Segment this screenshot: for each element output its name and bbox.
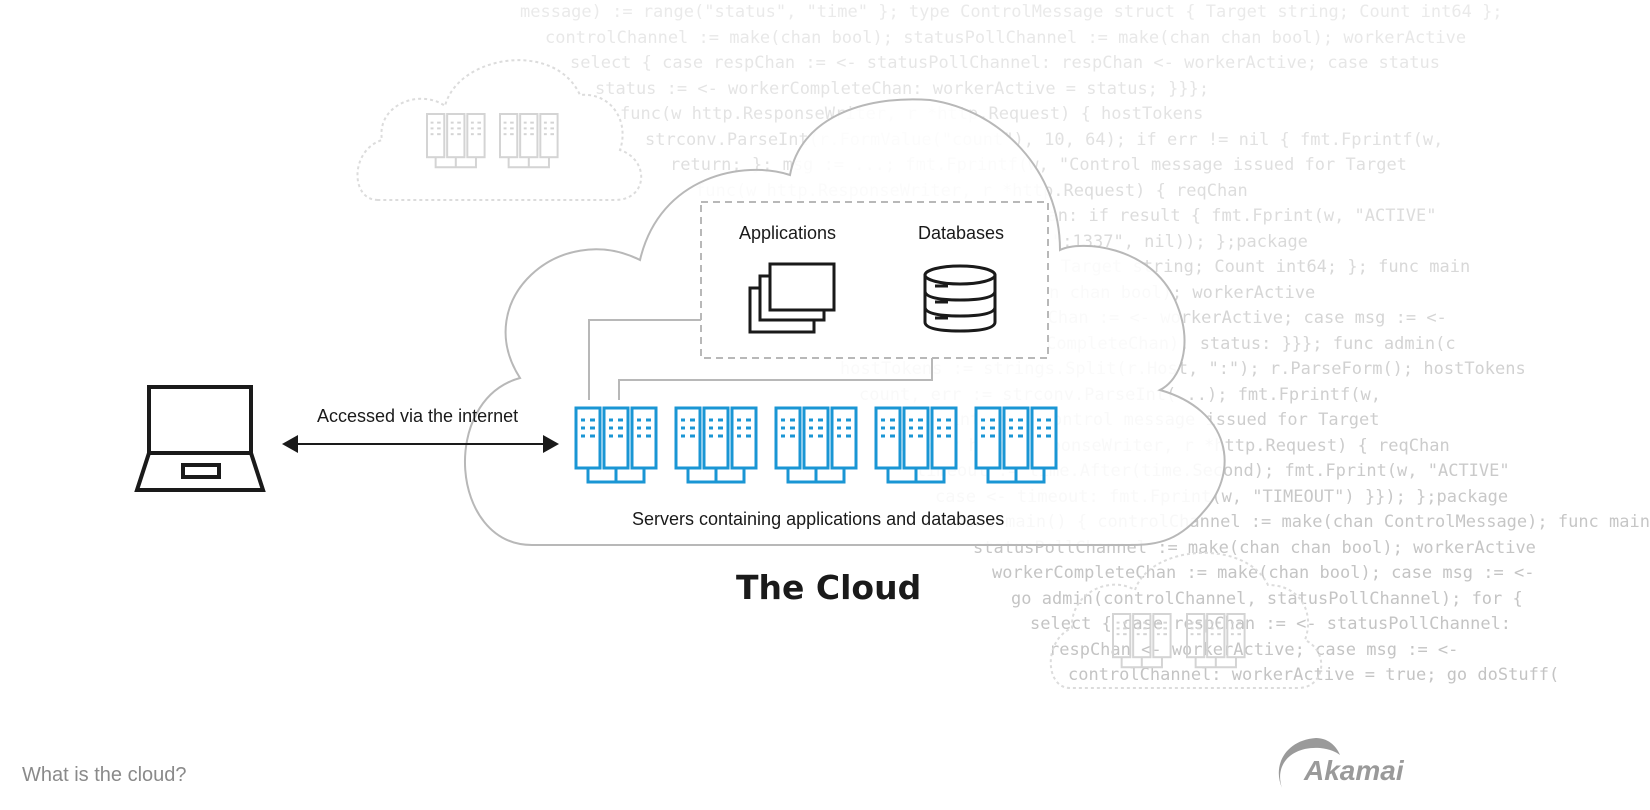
server-rack-icon: [1186, 613, 1246, 669]
cloud-title: The Cloud: [736, 568, 922, 607]
server-rack-icon: [499, 113, 559, 169]
server-rack-icon: [774, 406, 858, 484]
akamai-logo-icon: [1278, 738, 1340, 788]
databases-label: Databases: [918, 223, 1005, 243]
faint-server-icons: [426, 113, 1246, 669]
connector-apps: [588, 319, 701, 400]
footer-title: What is the cloud?: [22, 764, 187, 786]
applications-label: Applications: [739, 223, 837, 243]
laptop-icon: [134, 385, 266, 492]
cloud-diagram: [134, 59, 1340, 788]
brand-logo-text: Akamai: [1304, 755, 1404, 786]
connector-databases: [618, 358, 933, 400]
access-label: Accessed via the internet: [317, 406, 519, 426]
server-rack-icon: [574, 406, 658, 484]
double-arrow-icon: [282, 435, 559, 453]
database-icon: [923, 264, 997, 333]
server-groups: [574, 406, 1058, 484]
server-rack-icon: [1112, 613, 1172, 669]
servers-label: Servers containing applications and data…: [632, 509, 1005, 529]
server-rack-icon: [974, 406, 1058, 484]
server-rack-icon: [874, 406, 958, 484]
stacked-windows-icon: [748, 262, 836, 334]
server-rack-icon: [426, 113, 486, 169]
server-rack-icon: [674, 406, 758, 484]
faint-cloud-top-left: [356, 59, 643, 201]
